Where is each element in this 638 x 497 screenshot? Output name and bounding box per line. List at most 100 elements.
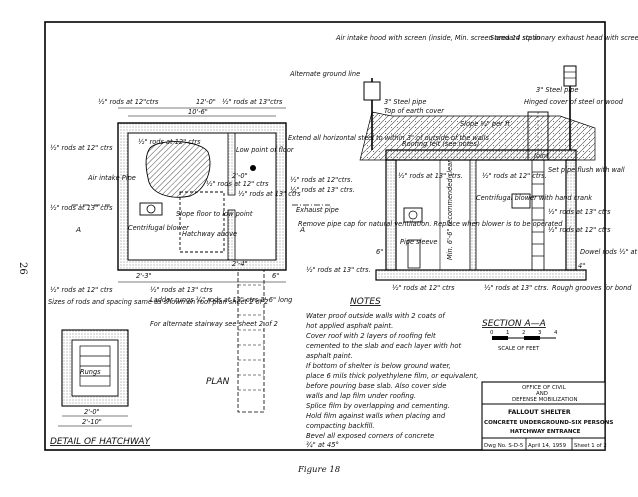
- notes-line: Bevel all exposed corners of concrete: [306, 432, 434, 440]
- notes-line: asphalt paint.: [306, 352, 353, 360]
- sec-centrifugal-hand-crank: Centrifugal blower with hand crank: [476, 194, 593, 202]
- sec-rough-grooves: Rough grooves for bond: [552, 284, 632, 292]
- plan-dim-2-0: 2'-0": [232, 172, 248, 180]
- plan-top-rods-right: ½" rods at 13"ctrs: [222, 98, 283, 106]
- title-block: OFFICE OF CIVIL AND DEFENSE MOBILIZATION…: [481, 381, 613, 451]
- tb-defense: DEFENSE MOBILIZATION: [512, 397, 578, 403]
- plan-rods-13-bottom: ½" rods at 13" ctrs: [150, 286, 213, 294]
- hatch-dim-a: 2'-0": [84, 408, 100, 416]
- tb-office: OFFICE OF CIVIL: [522, 385, 566, 391]
- notes-heading: NOTES: [350, 297, 381, 307]
- sec-set-pipe-flush: Set pipe flush with wall: [548, 166, 625, 174]
- plan-dim-12-0: 12'-0": [196, 98, 216, 106]
- tb-dwg-no: Dwg No. S-D-5: [484, 443, 523, 449]
- plan-sizes-note: Sizes of rods and spacing same as shown …: [48, 298, 268, 306]
- section-mark-right: A: [299, 225, 305, 234]
- plan-alt-stairway: For alternate stairway see sheet 2 of 2: [150, 320, 278, 328]
- plan-dim-2-4: 2'-4": [232, 260, 248, 268]
- section-title: SECTION A—A: [482, 319, 546, 329]
- plan-ladder-rungs: Ladder rungs ¾" rods at 12" ctrs 2'-6" l…: [150, 296, 292, 304]
- scale-label: SCALE OF FEET: [498, 346, 540, 352]
- sec-exhaust-hood: Standard stationary exhaust head with sc…: [490, 34, 638, 42]
- sec-pipe-sleeve: Pipe sleeve: [400, 238, 438, 246]
- plan-slope-floor: Slope floor to low point: [176, 210, 253, 218]
- scale-bar: 0 1 2 3 4 SCALE OF FEET: [490, 330, 558, 352]
- sec-slope: Slope ¼" per ft: [460, 120, 510, 128]
- plan-rods-12-b: ½" rods at 12" ctrs: [206, 180, 269, 188]
- notes-line: If bottom of shelter is below ground wat…: [306, 362, 451, 370]
- sec-alternate-ground: Alternate ground line: [289, 70, 360, 78]
- tb-shelter-desc1: CONCRETE UNDERGROUND-SIX PERSONS: [484, 420, 613, 426]
- scale-tick-0: 0: [490, 330, 494, 336]
- notes-line: ¾" at 45°: [306, 441, 339, 449]
- notes-line: cemented to the slab and each layer with…: [306, 342, 461, 350]
- notes-block: NOTES Water proof outside walls with 2 c…: [305, 297, 478, 449]
- plan-air-intake: Air intake Pipe: [87, 174, 136, 182]
- plan-rods-12-bottom: ½" rods at 12" ctrs: [50, 286, 113, 294]
- sec-remove-pipe-cap: Remove pipe cap for natural ventilation.…: [298, 220, 563, 228]
- plan-rods-13-b: ½" rods at 13" ctrs: [238, 190, 301, 198]
- sec-rods-13-s1: ½" rods at 13" ctrs.: [398, 172, 463, 180]
- plan-hatchway-above: Hatchway above: [182, 230, 237, 238]
- sec-steel-pipe-3b: 3" Steel pipe: [536, 86, 578, 94]
- sec-air-intake-hood: Air intake hood with screen (inside, Min…: [335, 34, 540, 42]
- sec-rods-13-s2: ½" rods at 13" ctrs.: [306, 266, 371, 274]
- plan-centrifugal-blower: Centrifugal blower: [128, 224, 190, 232]
- sec-steel-pipe-3: 3" Steel pipe: [384, 98, 426, 106]
- tb-shelter-desc2: HATCHWAY ENTRANCE: [510, 429, 581, 435]
- plan-title: PLAN: [206, 377, 230, 387]
- notes-line: compacting backfill.: [306, 422, 375, 430]
- notes-line: place 6 mils thick polyethylene film, or…: [305, 372, 478, 380]
- sec-dowel-rods: Dowel rods ½" at 13" ctrs.: [580, 248, 638, 256]
- sec-rods-13-bot: ½" rods at 13" ctrs.: [484, 284, 549, 292]
- plan-rods-13-left: ½" rods at 13" ctrs: [50, 204, 113, 212]
- notes-line: hot applied asphalt paint.: [306, 322, 393, 330]
- hatchway-detail: Rungs 2'-0" 2'-10" DETAIL OF HATCHWAY: [50, 329, 152, 447]
- tb-sheet: Sheet 1 of 2: [574, 443, 607, 449]
- plan-rods-13-c: ½" rods at 13" ctrs.: [290, 186, 355, 194]
- sec-dim-6: 6": [376, 248, 383, 256]
- tb-shelter-name: FALLOUT SHELTER: [508, 409, 571, 416]
- hatch-rungs-label: Rungs: [80, 368, 101, 376]
- notes-line: Cover roof with 2 layers of roofing felt: [306, 332, 436, 340]
- sheet-border: [44, 21, 606, 451]
- page-number: 26: [17, 262, 28, 275]
- notes-line: walls and lap film under roofing.: [306, 392, 416, 400]
- plan-rods-inner: ½" rods at 12" ctrs: [138, 138, 201, 146]
- notes-line: Hold film against walls when placing and: [306, 412, 446, 420]
- scale-tick-3: 3: [538, 330, 541, 336]
- plan-rods-12-c: ½" rods at 12"ctrs.: [290, 176, 353, 184]
- sec-roofing-felt: Roofing felt (see notes): [402, 140, 479, 148]
- sec-rods-12-s2: ½" rods at 12" ctrs: [548, 226, 611, 234]
- plan-dim-2-3: 2'-3": [136, 272, 152, 280]
- sec-rods-13-s3: ½" rods at 13" ctrs: [548, 208, 611, 216]
- scale-tick-4: 4: [554, 330, 558, 336]
- plan-exhaust-pipe: Exhaust pipe: [296, 206, 339, 214]
- hatchway-title: DETAIL OF HATCHWAY: [50, 437, 152, 447]
- notes-line: before pouring base slab. Also cover sid…: [306, 382, 446, 390]
- hatch-dim-b: 2'-10": [82, 418, 102, 426]
- section-view: Air intake hood with screen (inside, Min…: [289, 34, 638, 352]
- figure-caption: Figure 18: [297, 465, 341, 475]
- notes-line: Splice film by overlapping and cementing…: [306, 402, 450, 410]
- notes-line: Water proof outside walls with 2 coats o…: [306, 312, 446, 320]
- sec-rods-12-bot: ½" rods at 12" ctrs: [392, 284, 455, 292]
- sec-dim-4: 4": [578, 262, 585, 270]
- scale-tick-1: 1: [506, 330, 509, 336]
- sec-top-earth-cover: Top of earth cover: [384, 107, 445, 115]
- sec-min-clear: Min. 6'-6" recommended clear: [446, 159, 454, 260]
- plan-low-point: Low point of floor: [236, 146, 295, 154]
- plan-rods-12-left: ½" rods at 12" ctrs: [50, 144, 113, 152]
- scale-tick-2: 2: [522, 330, 525, 336]
- sec-joint: Joint: [532, 152, 549, 160]
- tb-date: April 14, 1959: [528, 443, 567, 449]
- plan-top-rods-left: ½" rods at 12"ctrs: [98, 98, 159, 106]
- section-mark-left: A: [75, 225, 81, 234]
- tb-and: AND: [536, 391, 548, 397]
- sec-hinged-cover: Hinged cover of steel or wood: [524, 98, 624, 106]
- plan-dim-6: 6": [272, 272, 279, 280]
- sec-rods-12-s1: ½" rods at 12" ctrs.: [482, 172, 547, 180]
- plan-dim-10-6: 10'-6": [188, 108, 208, 116]
